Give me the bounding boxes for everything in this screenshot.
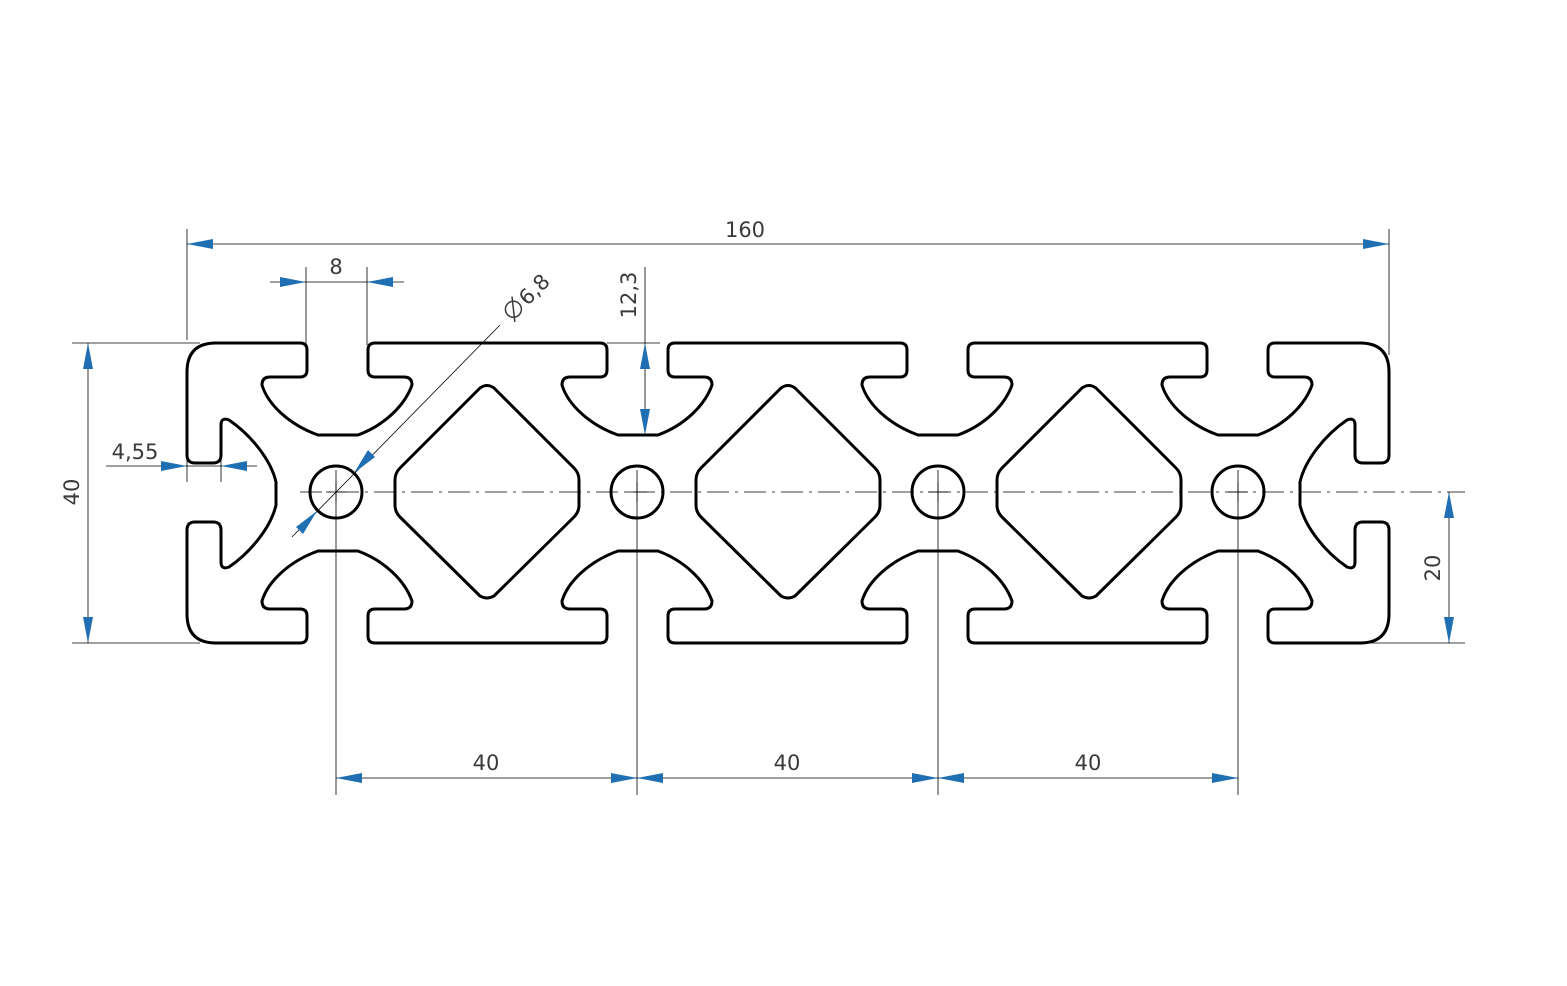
label-pitch-2: 40 [774, 751, 801, 775]
profile-outline [185, 341, 1391, 645]
outer-contour [185, 341, 1391, 645]
label-wall: 4,55 [112, 440, 159, 464]
label-pitch-3: 40 [1075, 751, 1102, 775]
dimension-height: 40 [60, 342, 200, 644]
dimension-wall: 4,55 [106, 440, 257, 482]
cavity-2 [694, 384, 882, 600]
cavity-3 [995, 384, 1183, 600]
label-slot-depth: 12,3 [617, 272, 641, 319]
dimension-overall-length: 160 [186, 218, 1390, 355]
label-half-height: 20 [1421, 555, 1445, 582]
dimension-bore-diameter: 6,8 [291, 269, 555, 538]
diameter-icon [504, 296, 523, 323]
label-overall-length: 160 [725, 218, 765, 242]
label-pitch-1: 40 [473, 751, 500, 775]
dimension-pitch: 40 40 40 [335, 470, 1239, 795]
arrow-right [1363, 239, 1389, 249]
dimension-slot-width: 8 [270, 255, 404, 345]
cavity-1 [393, 384, 581, 600]
label-height: 40 [60, 479, 84, 506]
center-lines [300, 482, 1465, 502]
label-slot-width: 8 [329, 255, 342, 279]
dimension-half-height: 20 [1370, 492, 1465, 644]
arrow-left [187, 239, 213, 249]
dimension-slot-depth: 12,3 [607, 267, 660, 435]
